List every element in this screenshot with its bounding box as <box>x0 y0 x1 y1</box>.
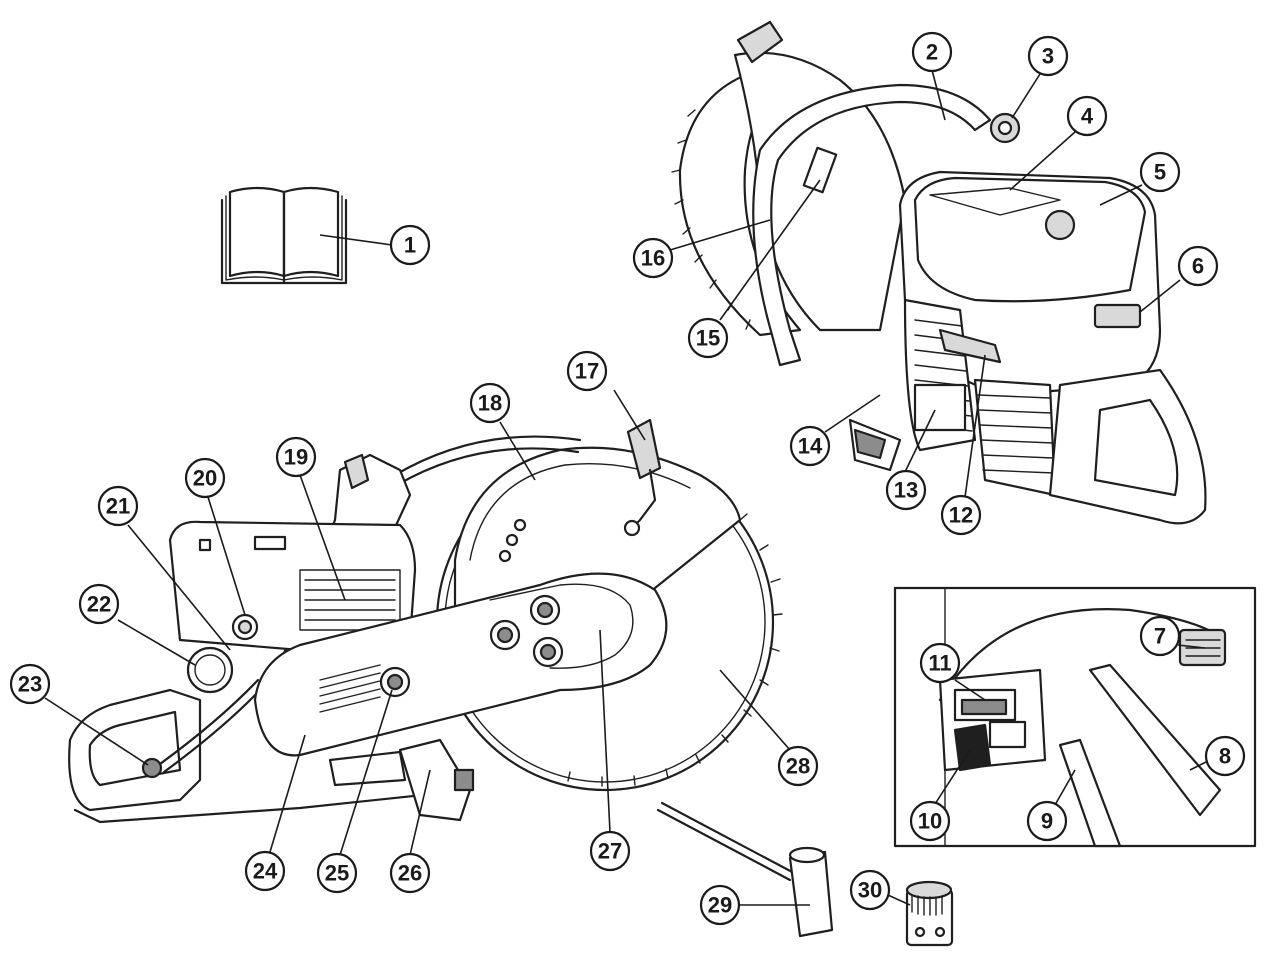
callout-29: 29 <box>699 884 741 926</box>
svg-text:14: 14 <box>798 434 823 459</box>
power-cutter-right-view <box>671 20 1207 525</box>
svg-text:17: 17 <box>575 359 599 384</box>
manual-book-icon <box>220 186 348 285</box>
svg-text:23: 23 <box>18 672 42 697</box>
callout-17: 17 <box>566 350 608 392</box>
svg-text:1: 1 <box>404 233 416 258</box>
callout-24: 24 <box>244 850 286 892</box>
svg-text:11: 11 <box>928 651 951 676</box>
power-cutter-left-view <box>68 418 783 824</box>
callout-3: 3 <box>1027 35 1069 77</box>
bearing-tool <box>905 880 954 947</box>
svg-text:26: 26 <box>398 861 422 886</box>
svg-text:4: 4 <box>1081 104 1094 129</box>
svg-text:25: 25 <box>325 861 349 886</box>
svg-text:27: 27 <box>598 839 622 864</box>
detail-inset <box>893 586 1257 848</box>
callout-1: 1 <box>389 224 431 266</box>
svg-text:13: 13 <box>894 478 918 503</box>
callout-27: 27 <box>589 830 631 872</box>
callout-16: 16 <box>632 237 674 279</box>
callout-22: 22 <box>78 583 120 625</box>
svg-text:12: 12 <box>949 503 973 528</box>
callout-6: 6 <box>1177 245 1219 287</box>
callout-5: 5 <box>1139 151 1181 193</box>
svg-text:9: 9 <box>1041 809 1053 834</box>
svg-text:24: 24 <box>253 859 278 884</box>
svg-text:7: 7 <box>1154 624 1166 649</box>
callout-28: 28 <box>777 745 819 787</box>
callout-26: 26 <box>389 852 431 894</box>
svg-text:22: 22 <box>87 592 111 617</box>
svg-text:20: 20 <box>193 466 217 491</box>
callout-21: 21 <box>97 485 139 527</box>
svg-text:29: 29 <box>708 893 732 918</box>
svg-text:10: 10 <box>918 809 942 834</box>
callout-23: 23 <box>9 663 51 705</box>
svg-text:3: 3 <box>1042 44 1054 69</box>
callout-7: 7 <box>1139 615 1181 657</box>
svg-text:28: 28 <box>786 754 810 779</box>
callout-12: 12 <box>940 494 982 536</box>
svg-text:16: 16 <box>641 246 665 271</box>
callout-18: 18 <box>469 382 511 424</box>
callout-13: 13 <box>885 469 927 511</box>
callout-25: 25 <box>316 852 358 894</box>
callout-19: 19 <box>275 436 317 478</box>
blade-segments <box>567 513 783 787</box>
callout-14: 14 <box>789 425 831 467</box>
callout-2: 2 <box>911 31 953 73</box>
svg-text:30: 30 <box>858 878 882 903</box>
combination-spanner <box>656 801 834 938</box>
callout-9: 9 <box>1026 800 1068 842</box>
svg-text:8: 8 <box>1219 744 1231 769</box>
callout-11: 11 <box>919 642 961 684</box>
svg-text:2: 2 <box>926 40 938 65</box>
svg-text:21: 21 <box>106 494 130 519</box>
callout-20: 20 <box>184 457 226 499</box>
svg-text:15: 15 <box>696 326 720 351</box>
callout-8: 8 <box>1204 735 1246 777</box>
svg-text:19: 19 <box>284 445 308 470</box>
svg-text:18: 18 <box>478 391 502 416</box>
callout-15: 15 <box>687 317 729 359</box>
callout-4: 4 <box>1066 95 1108 137</box>
leader-lines <box>44 69 1211 906</box>
callout-30: 30 <box>849 869 891 911</box>
svg-text:6: 6 <box>1192 254 1204 279</box>
svg-text:5: 5 <box>1154 160 1166 185</box>
callout-10: 10 <box>909 800 951 842</box>
